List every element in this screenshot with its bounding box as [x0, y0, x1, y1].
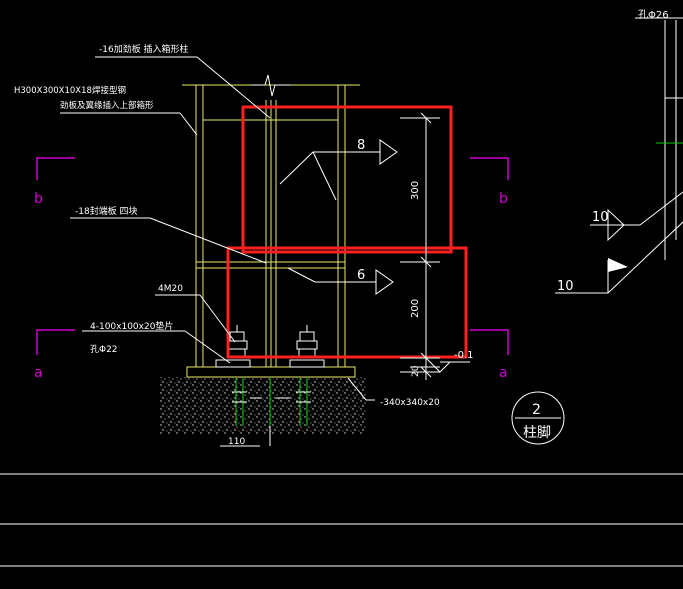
- flag-marker: [608, 258, 628, 272]
- anchor-nuts: [215, 325, 325, 368]
- weld-size-6: 6: [357, 268, 365, 283]
- label-plate-18: -18封端板 四块: [75, 205, 138, 217]
- section-mark-a-left: a: [34, 365, 43, 381]
- dimension-lines: [400, 112, 440, 380]
- dimension-300: 300: [410, 181, 421, 200]
- base-plate: [186, 366, 356, 378]
- bolt-ticks: [232, 391, 311, 403]
- level-mark: [429, 361, 470, 373]
- leader-lines: [60, 56, 375, 447]
- detail-number: 2: [532, 402, 541, 418]
- sheet-border-lines: [0, 473, 683, 567]
- weld-size-10-upper: 10: [592, 210, 609, 225]
- concrete-foundation: [160, 377, 366, 434]
- label-base-plate: -340x340x20: [380, 398, 440, 408]
- break-line: [252, 74, 290, 97]
- label-h-steel: H300X300X10X18焊接型钢: [14, 85, 126, 96]
- highlight-box-upper: [241, 105, 453, 254]
- h-steel-column: [182, 84, 360, 367]
- weld-symbol-8: [279, 139, 398, 201]
- detail-title: 柱脚: [523, 425, 551, 441]
- weld-size-8: 8: [357, 138, 365, 153]
- label-plate-16: -16加劲板 插入箱形柱: [99, 43, 189, 55]
- level-mark-text: -0.1: [454, 350, 474, 361]
- label-hole: 孔Φ22: [90, 344, 118, 355]
- section-mark-a-right: a: [499, 365, 508, 381]
- right-detail-linework: [555, 17, 683, 294]
- section-marks: [36, 157, 509, 355]
- detail-callout: [511, 391, 565, 445]
- label-washer: 4-100x100x20垫片: [90, 320, 173, 332]
- section-mark-b-left: b: [34, 191, 43, 207]
- weld-symbol-6: [287, 267, 394, 295]
- note-top-right: 孔Φ26: [638, 9, 669, 21]
- section-mark-b-right: b: [499, 191, 508, 207]
- label-h-steel-line2: 劲板及翼缘插入上部箱形: [60, 100, 154, 111]
- dimension-200: 200: [410, 299, 421, 318]
- label-bolts: 4M20: [158, 284, 183, 294]
- dimension-20: 20: [411, 365, 421, 377]
- dimension-110: 110: [228, 437, 245, 447]
- weld-size-10-lower: 10: [557, 279, 574, 294]
- highlight-box-lower: [226, 246, 468, 359]
